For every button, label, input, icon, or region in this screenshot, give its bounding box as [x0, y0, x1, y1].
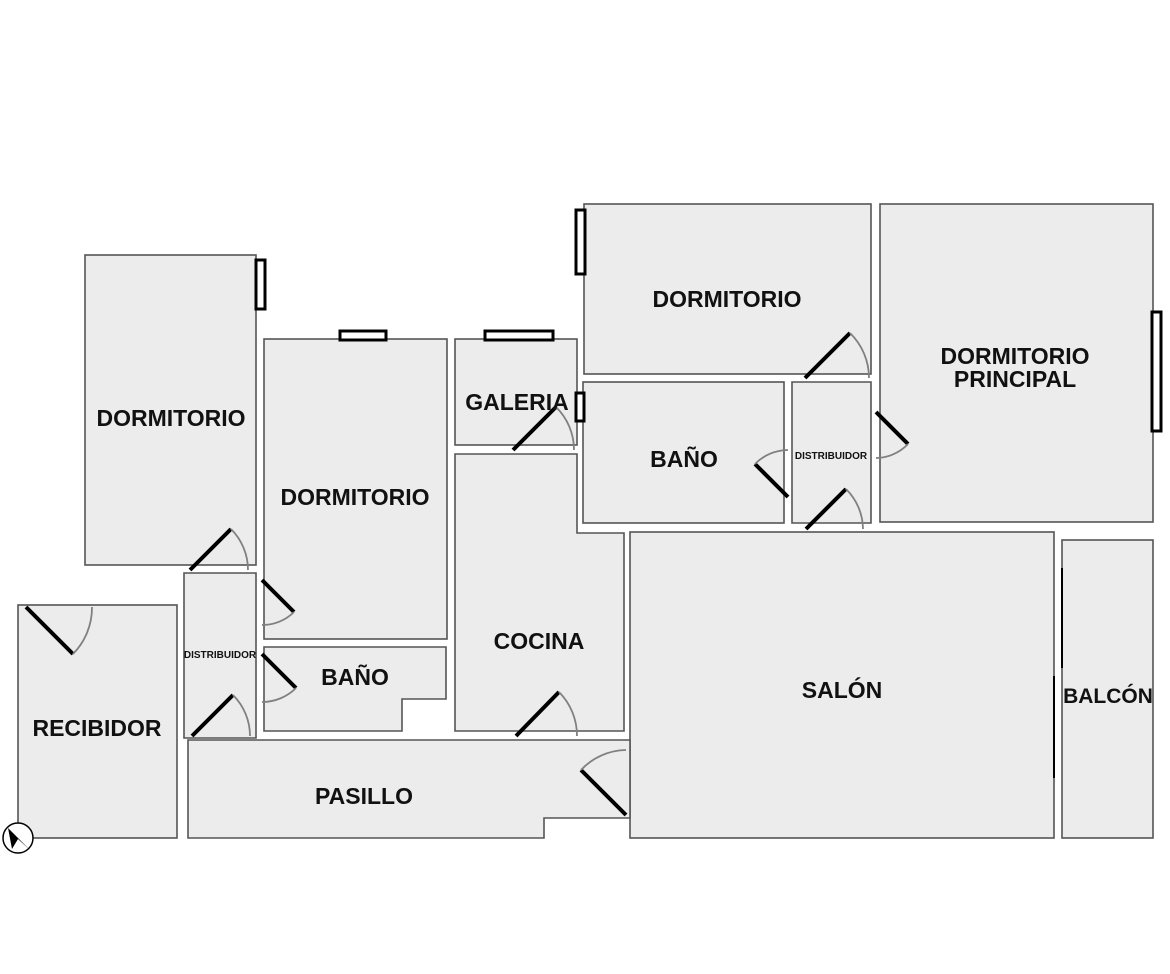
room-dormitorio-top: [583, 203, 872, 375]
label-distribuidor-left: DISTRIBUIDOR: [184, 650, 257, 661]
door-dormitorio-principal: [874, 410, 910, 459]
label-bano-lower: BAÑO: [321, 663, 389, 690]
window-dormitorio-center: [338, 329, 388, 342]
label-recibidor: RECIBIDOR: [32, 715, 161, 741]
door-distribuidor-right: [804, 487, 864, 531]
label-cocina: COCINA: [494, 628, 585, 654]
door-recibidor: [24, 605, 93, 656]
label-bano-upper: BAÑO: [650, 445, 718, 472]
door-salon: [579, 749, 628, 817]
label-dormitorio-principal-1: DORMITORIO: [940, 343, 1089, 369]
label-balcon: BALCÓN: [1063, 684, 1153, 708]
label-dormitorio-principal-2: PRINCIPAL: [954, 366, 1076, 392]
door-dormitorio-top: [803, 331, 870, 380]
north-arrow-icon: [2, 822, 34, 854]
label-galeria: GALERIA: [465, 389, 569, 415]
door-distribuidor-left: [190, 693, 251, 738]
window-dormitorio-left: [254, 258, 267, 311]
rooms: [17, 203, 1154, 839]
window-galeria-side: [574, 391, 586, 423]
room-bano-upper: [582, 381, 785, 524]
door-dormitorio-center: [260, 578, 296, 626]
door-bano-lower: [260, 652, 298, 703]
doors: [24, 331, 910, 817]
door-dormitorio-left: [188, 527, 249, 572]
label-dormitorio-top: DORMITORIO: [652, 286, 801, 312]
label-dormitorio-left: DORMITORIO: [96, 405, 245, 431]
room-labels: DORMITORIO DORMITORIO GALERIA DORMITORIO…: [32, 286, 1152, 809]
window-dormitorio-top: [574, 208, 587, 276]
room-dormitorio-center: [263, 338, 448, 640]
room-recibidor: [17, 604, 178, 839]
windows: [254, 208, 1163, 433]
door-galeria: [511, 405, 575, 452]
label-dormitorio-center: DORMITORIO: [280, 484, 429, 510]
room-salon: [629, 531, 1055, 839]
room-dormitorio-principal: [879, 203, 1154, 523]
door-bano-upper: [753, 449, 790, 499]
room-pasillo: [187, 739, 631, 839]
room-cocina: [454, 453, 625, 732]
room-distribuidor-right: [791, 381, 872, 524]
door-cocina: [514, 690, 578, 738]
wall-segments: [1053, 568, 1063, 778]
room-balcon: [1061, 539, 1154, 839]
window-galeria-top: [483, 329, 555, 342]
room-distribuidor-left: [183, 572, 257, 739]
label-pasillo: PASILLO: [315, 783, 413, 809]
room-bano-lower: [263, 646, 447, 732]
room-dormitorio-left: [84, 254, 257, 566]
label-distribuidor-right: DISTRIBUIDOR: [795, 451, 868, 462]
label-salon: SALÓN: [802, 676, 883, 703]
window-dormitorio-principal: [1150, 310, 1163, 433]
